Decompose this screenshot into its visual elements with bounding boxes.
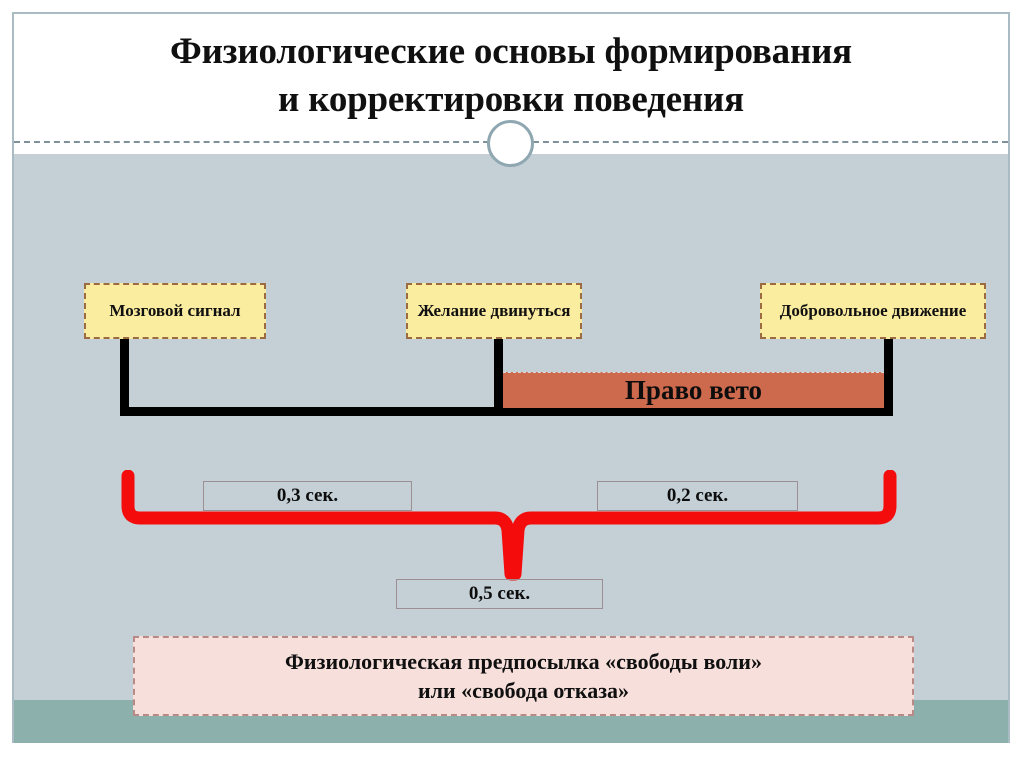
timeline-stem-middle	[494, 337, 503, 415]
stage-label: Мозговой сигнал	[109, 300, 241, 320]
duration-value: 0,5 сек.	[468, 583, 531, 604]
timeline-stem-left	[120, 337, 129, 415]
conclusion-box[interactable]: Физиологическая предпосылка «свободы вол…	[133, 636, 914, 716]
veto-bar[interactable]: Право вето	[503, 372, 884, 408]
stage-label: Добровольное движение	[779, 300, 967, 320]
duration-label-second-segment: 0,2 сек.	[597, 481, 798, 511]
duration-label-total: 0,5 сек.	[396, 579, 603, 609]
stage-box-brain-signal[interactable]: Мозговой сигнал	[84, 283, 266, 339]
veto-bar-label: Право вето	[624, 375, 763, 405]
timeline-baseline	[120, 407, 893, 416]
title-line-2: и корректировки поведения	[278, 79, 744, 121]
duration-brace	[121, 470, 897, 581]
stage-box-desire-to-move[interactable]: Желание двинуться	[406, 283, 582, 339]
slide-frame-left-edge	[12, 12, 14, 743]
conclusion-line-1: Физиологическая предпосылка «свободы вол…	[285, 648, 762, 674]
ring-ornament-icon	[487, 120, 534, 167]
stage-label: Желание двинуться	[417, 300, 571, 320]
conclusion-line-2: или «свобода отказа»	[417, 678, 630, 703]
stage-box-voluntary-movement[interactable]: Добровольное движение	[760, 283, 986, 339]
slide-frame-right-edge	[1008, 12, 1010, 743]
timeline-stem-right	[884, 337, 893, 415]
brace-path	[121, 470, 897, 581]
duration-value: 0,2 сек.	[666, 485, 729, 506]
duration-value: 0,3 сек.	[276, 485, 339, 506]
slide-frame-top-edge	[12, 12, 1010, 14]
page-title: Физиологические основы формирования и ко…	[14, 28, 1008, 124]
duration-label-first-segment: 0,3 сек.	[203, 481, 412, 511]
title-line-1: Физиологические основы формирования	[169, 31, 853, 72]
